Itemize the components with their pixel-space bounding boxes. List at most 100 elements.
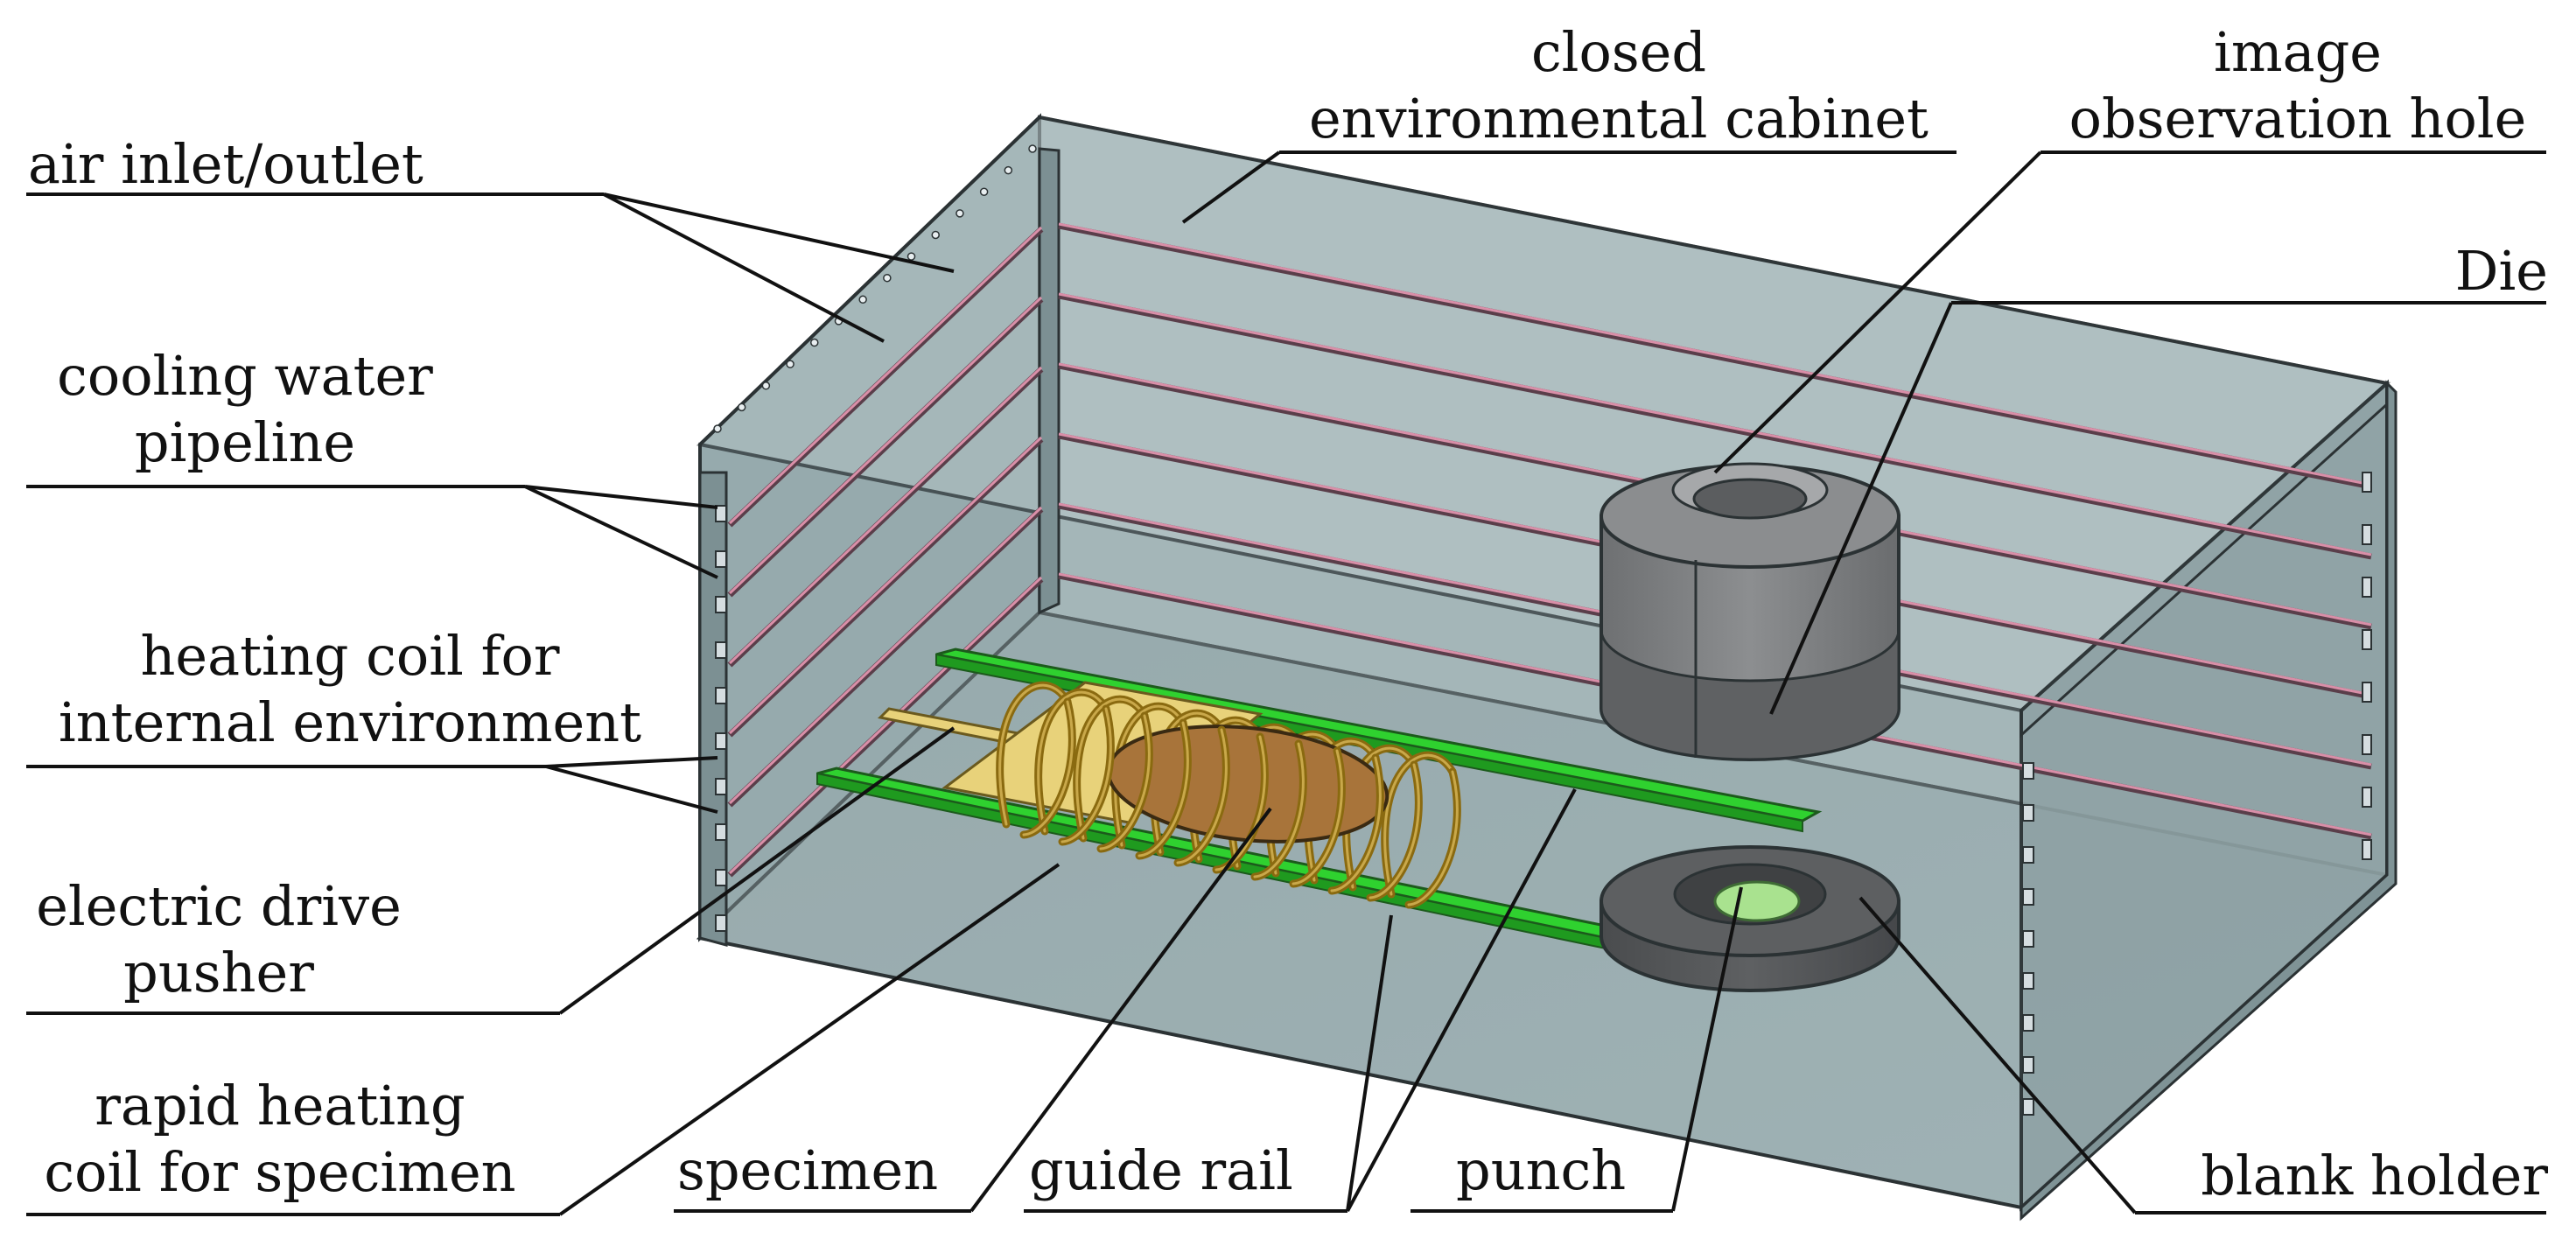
pipe-left bbox=[728, 226, 1043, 525]
pipe-connector-right bbox=[2022, 804, 2034, 822]
leader-guide-1 bbox=[1346, 914, 1393, 1212]
die bbox=[1600, 462, 1900, 761]
label-air-inlet-line-1: air inlet/outlet bbox=[28, 132, 424, 196]
cabinet-right-thickness bbox=[2020, 380, 2398, 1222]
label-die-line-1: Die bbox=[2454, 239, 2548, 303]
air-port bbox=[931, 230, 940, 240]
pipe-connector-back bbox=[2362, 577, 2372, 598]
air-port bbox=[810, 338, 819, 347]
pipe-connector-back bbox=[2362, 787, 2372, 808]
leader-cooling-2 bbox=[524, 485, 718, 579]
label-hole-line-1: image bbox=[2214, 20, 2382, 84]
label-pusher-line-1: electric drive bbox=[36, 874, 402, 938]
label-rapid-line-1: rapid heating bbox=[94, 1074, 466, 1138]
coil-turn-front-highlight bbox=[1407, 770, 1459, 906]
label-electric-drive-pusher: electric drive pusher bbox=[26, 873, 411, 1006]
coil-turn-back-highlight bbox=[998, 683, 1069, 826]
coil-turn-back-highlight bbox=[1075, 697, 1146, 840]
pipe-connector-right bbox=[2022, 930, 2034, 948]
leader-cooling-1 bbox=[524, 485, 718, 509]
pipe-left bbox=[728, 296, 1043, 595]
coil-turn-front-highlight bbox=[1292, 749, 1343, 886]
label-heatenv-line-2: internal environment bbox=[58, 690, 642, 754]
air-port bbox=[858, 295, 867, 304]
label-air-inlet-outlet: air inlet/outlet bbox=[28, 131, 424, 198]
air-port bbox=[979, 187, 989, 196]
leader-hole bbox=[1713, 150, 2042, 474]
label-punch-line-1: punch bbox=[1456, 1138, 1627, 1202]
pipe-back bbox=[1058, 222, 2372, 486]
label-blank-line-1: blank holder bbox=[2201, 1144, 2548, 1208]
air-port bbox=[737, 402, 746, 412]
air-port bbox=[786, 360, 794, 368]
leader-cabinet bbox=[1181, 150, 1281, 224]
air-port bbox=[906, 252, 916, 261]
label-heatenv-line-1: heating coil for bbox=[140, 624, 560, 688]
leader-heatenv-1 bbox=[545, 756, 718, 768]
label-cabinet-line-1: closed bbox=[1530, 20, 1707, 84]
pipe-left bbox=[728, 366, 1043, 665]
label-cooling-line-2: pipeline bbox=[134, 410, 356, 474]
label-rapid-line-2: coil for specimen bbox=[44, 1140, 516, 1204]
air-port bbox=[1028, 144, 1037, 153]
label-hole-line-2: observation hole bbox=[2068, 87, 2527, 150]
guide-rails bbox=[816, 648, 1823, 964]
punch-tip bbox=[1713, 880, 1801, 922]
coil-turn-back-highlight bbox=[1037, 690, 1108, 833]
leader-air-inlet-1 bbox=[603, 192, 955, 273]
label-closed-environmental-cabinet: closed environmental cabinet bbox=[1279, 19, 1958, 152]
label-guide-line-1: guide rail bbox=[1029, 1138, 1293, 1202]
air-inlet-outlet-ports bbox=[713, 144, 1037, 932]
coil-turn-front-highlight bbox=[1253, 742, 1305, 878]
pipe-connector bbox=[715, 869, 727, 886]
pipe-left bbox=[728, 436, 1043, 735]
leader-blank bbox=[1858, 896, 2137, 1214]
label-cooling-water-pipeline: cooling water pipeline bbox=[26, 343, 464, 476]
coil-turn-back-highlight bbox=[1383, 753, 1454, 896]
pipe-connector-right bbox=[2022, 1098, 2034, 1116]
die-observation-hole bbox=[1692, 478, 1808, 520]
air-port bbox=[713, 424, 722, 433]
pipe-connector bbox=[715, 596, 727, 613]
pipe-connector-right bbox=[2022, 1014, 2034, 1032]
pipe-left bbox=[728, 506, 1043, 805]
pipe-connector bbox=[715, 823, 727, 841]
pipe-connector-back bbox=[2362, 524, 2372, 545]
label-cabinet-line-2: environmental cabinet bbox=[1309, 87, 1928, 150]
pipe-connector-right bbox=[2022, 888, 2034, 906]
coil-turn-front-highlight bbox=[1176, 728, 1228, 864]
pipe-connector-back bbox=[2362, 839, 2372, 860]
label-rapid-heating-coil: rapid heating coil for specimen bbox=[26, 1073, 534, 1206]
pipe-back-shadow bbox=[1058, 292, 2372, 560]
leader-air-inlet-2 bbox=[603, 192, 885, 343]
label-specimen: specimen bbox=[677, 1138, 938, 1204]
pipe-back bbox=[1058, 292, 2372, 556]
leader-guide-2 bbox=[1346, 788, 1577, 1212]
pipe-connector-back bbox=[2362, 629, 2372, 650]
coil-turn-back-highlight bbox=[1114, 704, 1185, 847]
pipe-connector bbox=[715, 732, 727, 750]
pipe-back-shadow bbox=[1058, 222, 2372, 490]
die-lower-shade bbox=[1600, 629, 1900, 761]
label-image-observation-hole: image observation hole bbox=[2044, 19, 2552, 152]
pipe-connector-right bbox=[2022, 972, 2034, 990]
coil-turn-front-highlight bbox=[1330, 756, 1382, 892]
label-guide-rail: guide rail bbox=[1029, 1138, 1293, 1204]
air-port bbox=[761, 382, 771, 390]
label-pusher-line-2: pusher bbox=[123, 941, 314, 1004]
coil-turn-front-highlight bbox=[1099, 714, 1151, 850]
leader-lines bbox=[26, 150, 2546, 1216]
pipe-connector bbox=[715, 505, 727, 522]
pipe-connector-right bbox=[2022, 762, 2034, 780]
label-specimen-line-1: specimen bbox=[677, 1138, 939, 1202]
pipe-connector bbox=[715, 641, 727, 659]
leader-die bbox=[1769, 302, 1953, 715]
label-cooling-line-1: cooling water bbox=[57, 344, 433, 408]
leader-pusher bbox=[558, 726, 956, 1015]
pipe-connector-back bbox=[2362, 682, 2372, 703]
coil-turn-front-highlight bbox=[1368, 763, 1420, 900]
leader-specimen bbox=[970, 807, 1272, 1213]
pipe-connector-back bbox=[2362, 472, 2372, 493]
